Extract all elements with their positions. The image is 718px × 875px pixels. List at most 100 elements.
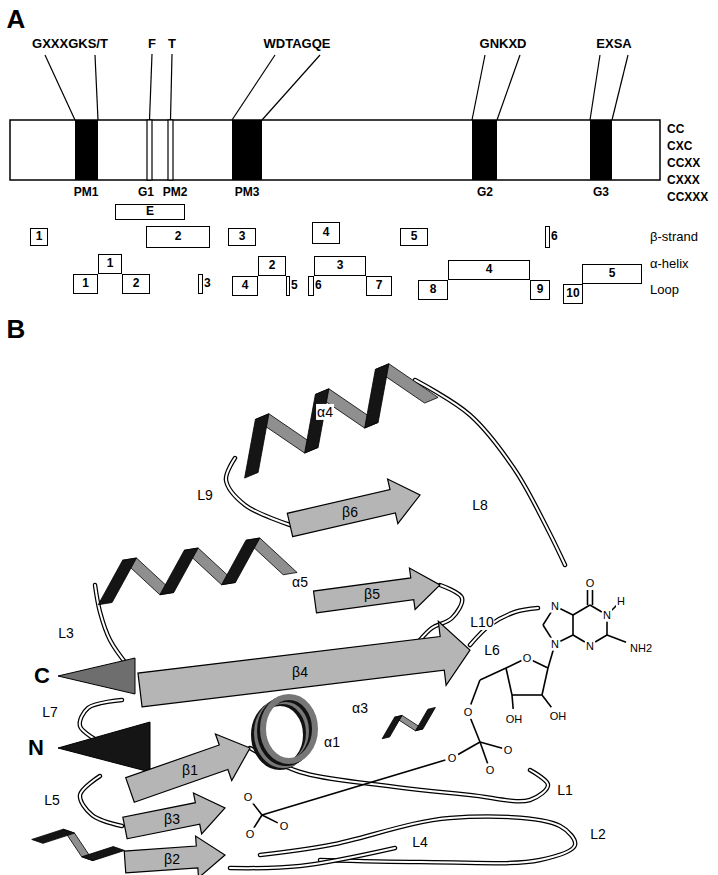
motif-sequence: F [148, 37, 156, 52]
structure-label: L9 [196, 487, 214, 503]
atom-label: O [485, 764, 496, 777]
helix-end-on [263, 697, 315, 761]
motif-name: G3 [593, 186, 609, 200]
atom-label: O [503, 744, 514, 757]
strand-box: 5 [400, 228, 428, 246]
panel-letter: A [7, 5, 26, 35]
element-number: 8 [430, 283, 437, 296]
chemical-bond [543, 611, 552, 625]
row-label: α-helix [650, 257, 689, 272]
motif-line [147, 120, 152, 180]
chemical-bond [252, 803, 262, 815]
helix-ribbon [82, 847, 125, 861]
leader-line [150, 54, 153, 120]
motif-block [232, 120, 262, 180]
chemical-bond [262, 815, 278, 823]
chemical-bond [587, 590, 589, 605]
element-number: 4 [242, 279, 249, 292]
element-number: 5 [411, 230, 418, 243]
loop-tube [80, 776, 122, 826]
loop-box: 8 [418, 280, 448, 300]
element-number: 4 [323, 226, 330, 239]
strand-box: 4 [312, 222, 340, 244]
helix-ribbon [222, 538, 260, 585]
strand-arrow [287, 479, 420, 537]
chemical-bond [506, 661, 522, 668]
element-number: 3 [204, 277, 211, 290]
loop-box: 5 [286, 276, 290, 296]
structure-label: L8 [471, 497, 489, 513]
motif-name: PM1 [74, 186, 99, 200]
motif-sequence: GXXXGKS/T [32, 37, 108, 52]
chemical-bond [573, 605, 590, 615]
chemical-bond [532, 661, 548, 668]
loop-tube [470, 608, 538, 645]
row-label: Loop [650, 283, 679, 298]
chemical-bond [471, 718, 480, 742]
chemical-bond [606, 621, 608, 635]
chemical-bond [572, 615, 574, 635]
chemical-bond [480, 668, 506, 680]
chemical-bond [542, 695, 551, 707]
element-number: 2 [269, 259, 276, 272]
chemical-bond [592, 590, 594, 605]
leader-line [232, 55, 275, 120]
chemical-bond [262, 760, 445, 815]
strand-arrow [138, 621, 470, 707]
motif-name: G1 [138, 186, 154, 200]
leader-line [171, 54, 173, 120]
motif-sequence: T [168, 37, 176, 52]
atom-label: O [447, 752, 458, 765]
strand-box: 2 [146, 226, 210, 248]
chemical-bond [573, 635, 585, 642]
loop-box: 10 [563, 284, 583, 304]
cysteine-motif: CC [667, 123, 684, 137]
chemical-bond [595, 635, 607, 642]
structure-label: L2 [589, 826, 607, 842]
structure-label: β3 [163, 811, 181, 827]
element-number: 6 [315, 279, 322, 292]
element-number: 2 [175, 230, 182, 243]
helix-ribbon [382, 715, 402, 738]
element-number: 7 [376, 279, 383, 292]
leader-line [497, 55, 520, 120]
atom-label: O [279, 820, 290, 833]
motif-block [75, 120, 98, 180]
cysteine-motif: CXXX [667, 174, 700, 188]
loop-tube [230, 848, 395, 868]
chemical-bond [512, 694, 542, 696]
atom-label: N [585, 640, 595, 653]
strand-arrow [314, 568, 440, 613]
strand-box: 6 [545, 226, 550, 248]
helix-box: 1 [98, 254, 122, 274]
atom-label: N [550, 638, 560, 651]
chemical-bond [254, 815, 262, 828]
structure-label: α1 [323, 734, 341, 750]
chemical-bond [506, 668, 512, 695]
motif-sequence: EXSA [596, 37, 631, 52]
structure-label: L3 [57, 625, 75, 641]
terminus-label: N [28, 735, 44, 760]
atom-label: O [585, 577, 596, 590]
structure-label: L1 [556, 782, 574, 798]
element-number: 5 [609, 267, 616, 280]
motif-name: G2 [477, 186, 493, 200]
element-number: E [146, 205, 154, 218]
structure-label: α3 [351, 700, 369, 716]
ribbon-diagram [32, 364, 626, 875]
helix-ribbon [160, 548, 198, 595]
structure-label: β2 [163, 851, 181, 867]
chemical-bond [548, 650, 553, 668]
motif-sequence: GNKXD [480, 37, 527, 52]
atom-label: OH [549, 710, 568, 723]
chemical-bond [590, 605, 602, 612]
strand-arrow [126, 734, 250, 802]
helix-ribbon [245, 414, 269, 478]
leader-line [262, 55, 320, 120]
loop-tube [230, 848, 395, 868]
loop-box: 3 [198, 274, 203, 294]
structure-label: β1 [181, 762, 199, 778]
leader-lines [45, 54, 628, 120]
chemical-bond [471, 680, 480, 705]
loop-box: 4 [232, 276, 258, 296]
